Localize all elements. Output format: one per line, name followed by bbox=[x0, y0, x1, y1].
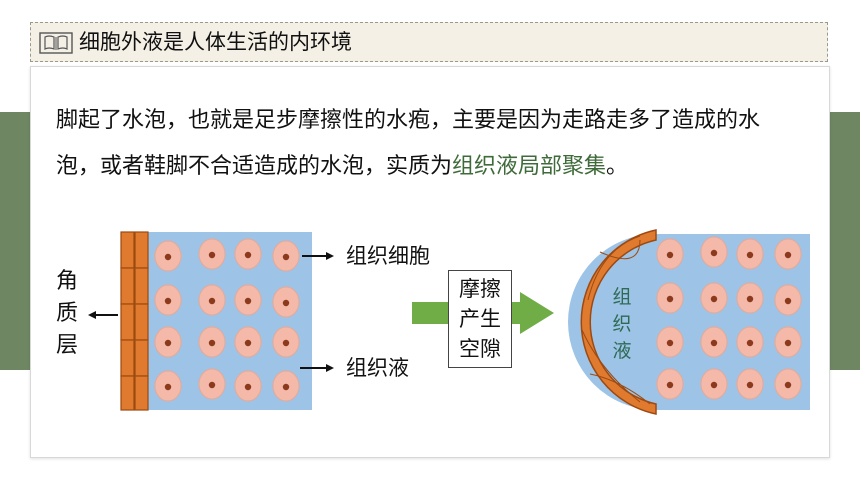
tissue-cells-right bbox=[656, 236, 802, 400]
cell bbox=[774, 368, 802, 400]
cell bbox=[700, 326, 728, 358]
cell bbox=[198, 284, 226, 316]
cell bbox=[700, 236, 728, 268]
body-text: 脚起了水泡，也就是足步摩擦性的水疱，主要是因为走路走多了造成的水泡，或者鞋脚不合… bbox=[56, 108, 761, 179]
fluid-pointer-arrowhead bbox=[326, 364, 334, 372]
cell bbox=[154, 370, 182, 402]
cell bbox=[234, 326, 262, 358]
keratin-layer-label: 角质层 bbox=[55, 269, 78, 358]
cell bbox=[154, 240, 182, 272]
keratin-layer bbox=[120, 231, 149, 411]
keratin-pointer-arrowhead bbox=[88, 311, 96, 319]
tissue-fluid-label: 组织液 bbox=[346, 356, 409, 380]
keratin-texture bbox=[581, 235, 651, 405]
cell bbox=[234, 284, 262, 316]
page-title: 细胞外液是人体生活的内环境 bbox=[79, 30, 352, 54]
cell bbox=[198, 326, 226, 358]
book-icon bbox=[39, 32, 73, 54]
tissue-cells-label: 组织细胞 bbox=[346, 244, 430, 268]
cell bbox=[198, 238, 226, 270]
tissue-cells-left bbox=[154, 238, 300, 402]
cell bbox=[700, 282, 728, 314]
cell bbox=[198, 368, 226, 400]
cell bbox=[272, 326, 300, 358]
pointer-arrows bbox=[88, 252, 334, 372]
cell bbox=[272, 240, 300, 272]
cell bbox=[234, 238, 262, 270]
cell bbox=[736, 282, 764, 314]
cell bbox=[700, 368, 728, 400]
cell bbox=[656, 282, 684, 314]
cell bbox=[272, 286, 300, 318]
cell bbox=[234, 370, 262, 402]
blister-fluid-area bbox=[568, 234, 810, 410]
cell bbox=[272, 370, 300, 402]
title-bar: 细胞外液是人体生活的内环境 bbox=[30, 22, 828, 62]
cell bbox=[154, 326, 182, 358]
highlight-text: 组织液局部聚集 bbox=[452, 154, 607, 179]
body-text-end: 。 bbox=[606, 154, 629, 179]
cell bbox=[656, 368, 684, 400]
cell bbox=[656, 238, 684, 270]
cell bbox=[736, 238, 764, 270]
cells-pointer-arrowhead bbox=[326, 252, 334, 260]
cell bbox=[774, 326, 802, 358]
cell bbox=[774, 238, 802, 270]
cell bbox=[154, 284, 182, 316]
process-label-box: 摩擦产生空隙 bbox=[448, 270, 512, 368]
cell bbox=[774, 284, 802, 316]
cell bbox=[736, 368, 764, 400]
body-paragraph: 脚起了水泡，也就是足步摩擦性的水疱，主要是因为走路走多了造成的水泡，或者鞋脚不合… bbox=[56, 98, 796, 190]
cell bbox=[736, 326, 764, 358]
raised-keratin-layer bbox=[580, 229, 657, 415]
cell bbox=[656, 326, 684, 358]
blister-fluid-label: 组织液 bbox=[612, 286, 632, 362]
